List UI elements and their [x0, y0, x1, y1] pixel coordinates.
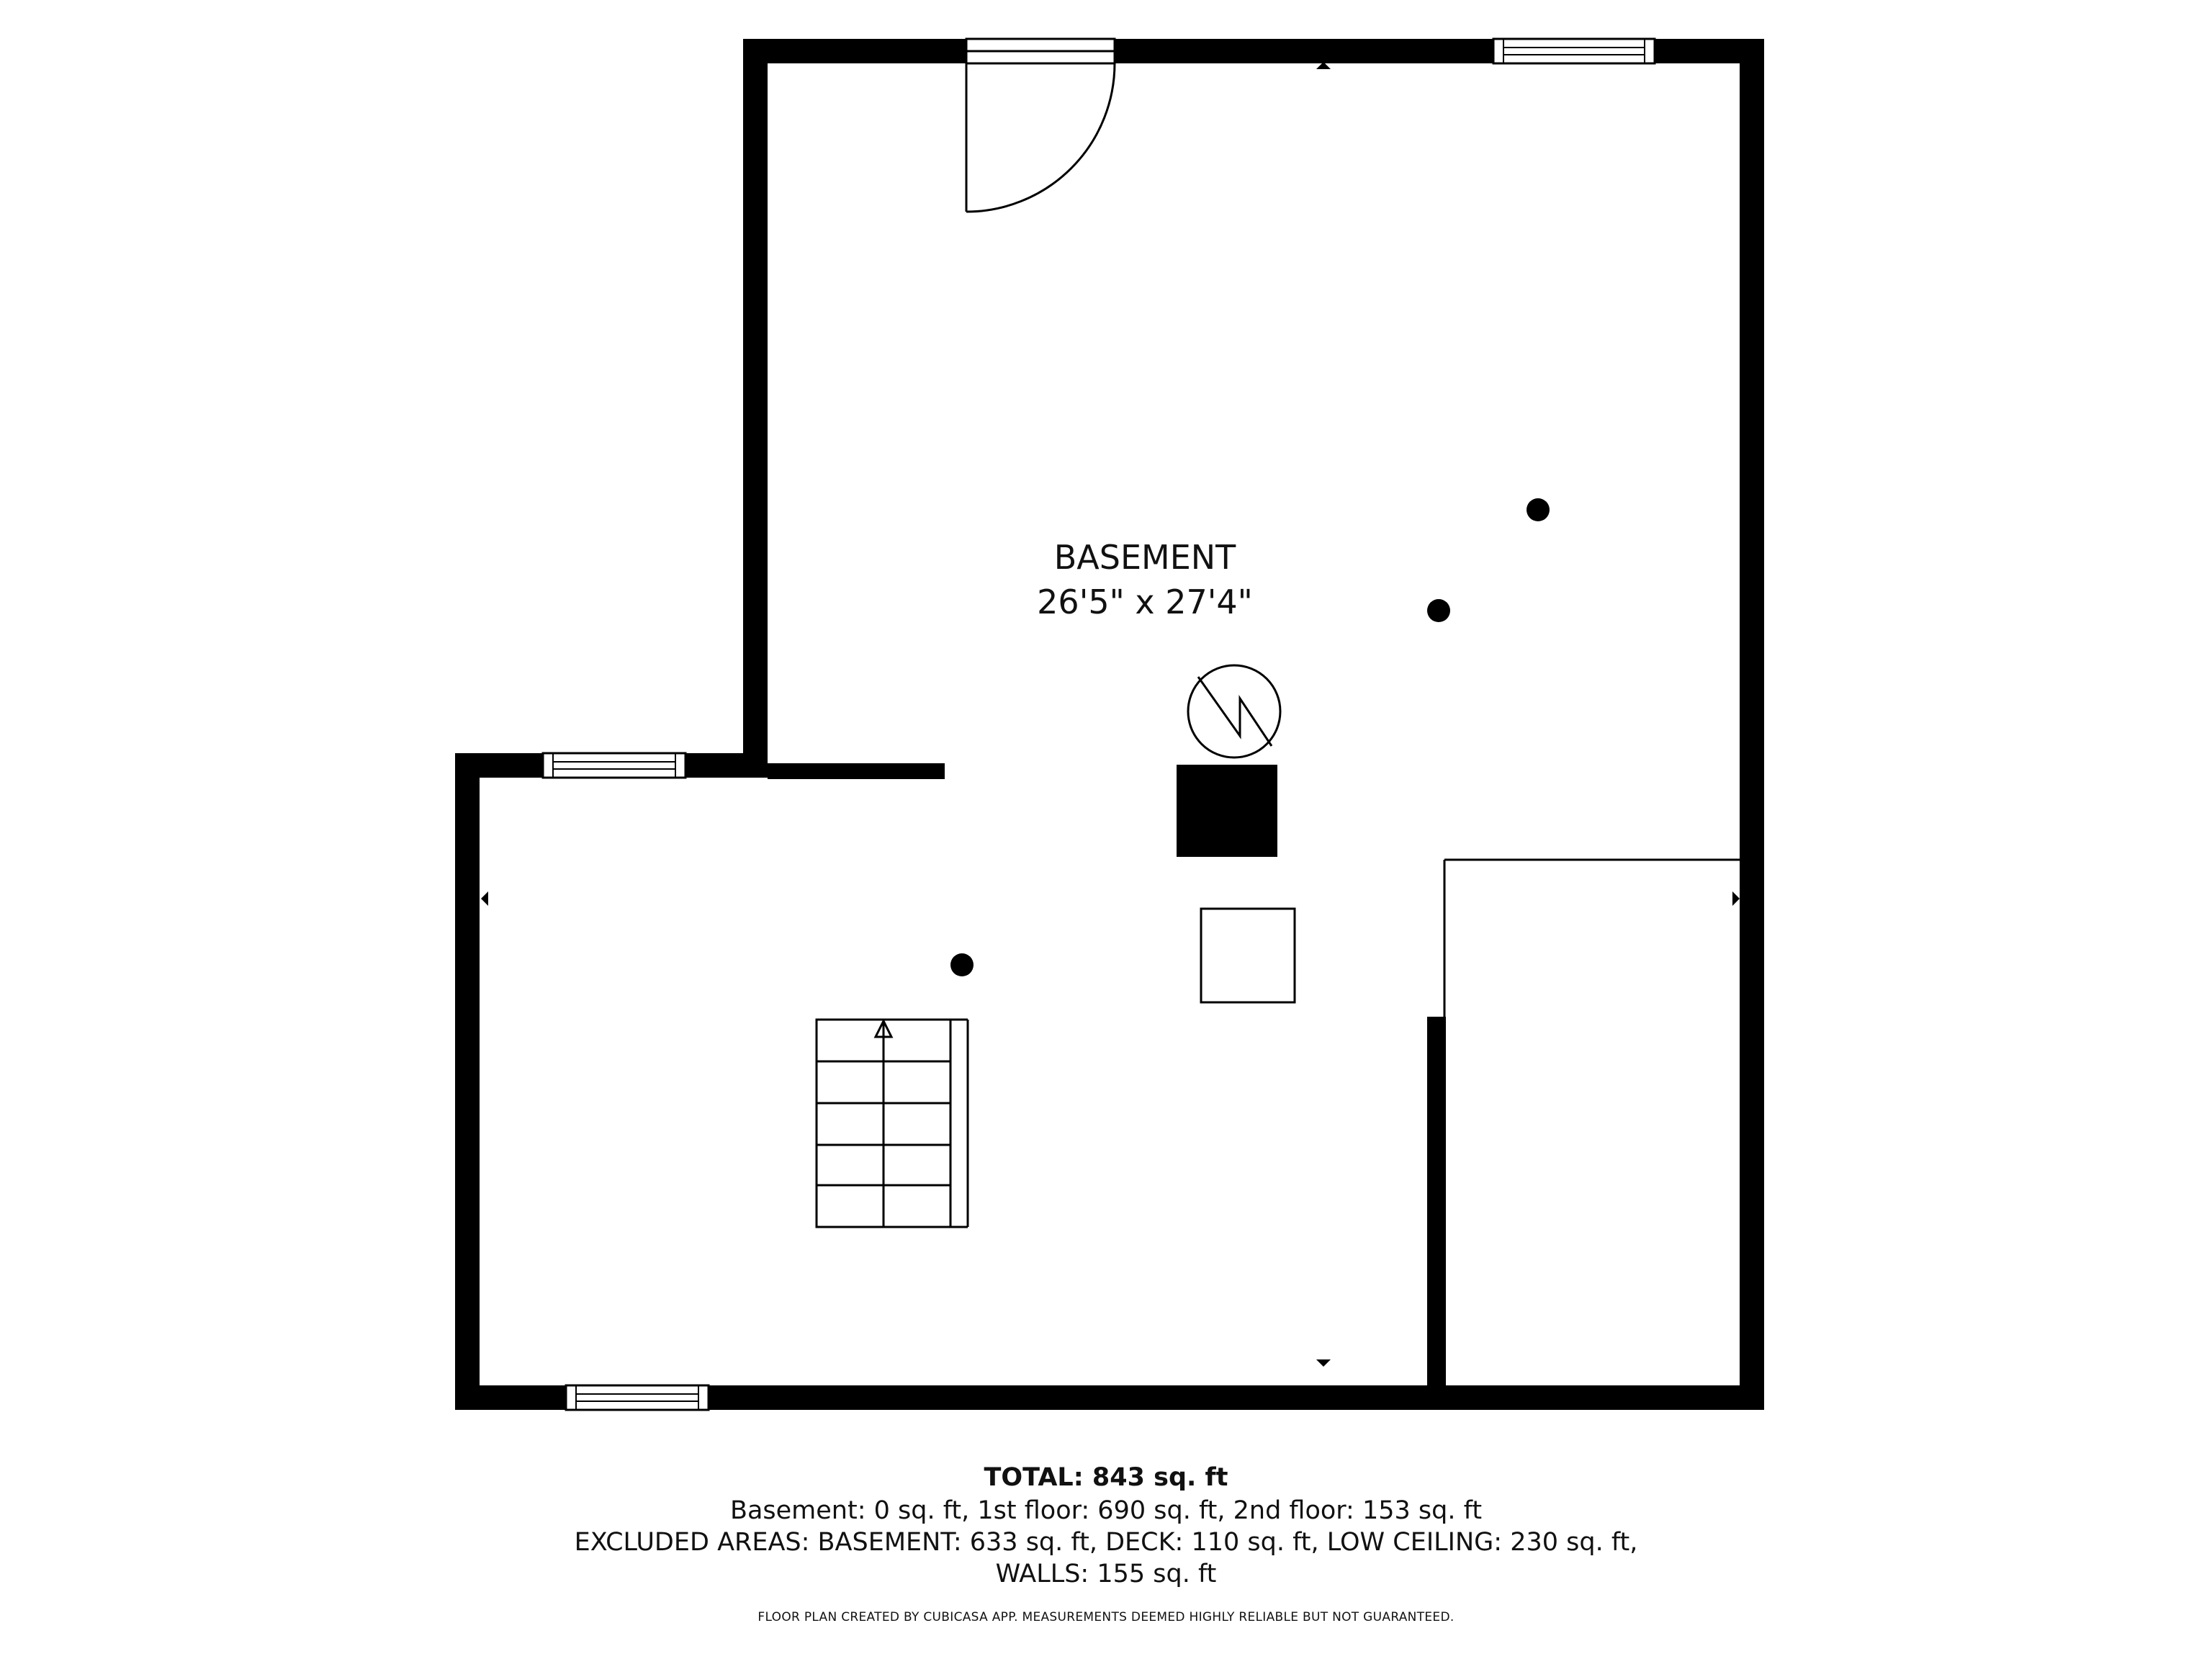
column-icon: [950, 953, 974, 976]
window-icon: [1492, 37, 1656, 65]
orientation-arrows: [481, 62, 1740, 1367]
water-heater-icon: [1187, 664, 1282, 759]
orientation-arrow-icon: [481, 891, 488, 906]
orientation-arrow-icon: [1316, 1359, 1331, 1367]
total-area: TOTAL: 843 sq. ft: [984, 1463, 1228, 1492]
orientation-arrow-icon: [1732, 891, 1740, 906]
wall-right: [1740, 39, 1764, 1410]
partition-lines: [1443, 858, 1740, 1017]
room-name: BASEMENT: [1054, 538, 1236, 577]
window-icon: [965, 37, 1116, 65]
windows: [541, 37, 1656, 1411]
wall-partition: [1427, 1017, 1446, 1398]
disclaimer: FLOOR PLAN CREATED BY CUBICASA APP. MEAS…: [757, 1610, 1455, 1624]
room-dimensions: 26'5" x 27'4": [1037, 583, 1253, 621]
wall-step-extension: [768, 763, 945, 779]
wall-lower-left: [455, 753, 480, 1410]
column-icon: [1527, 498, 1550, 521]
window-icon: [565, 1384, 710, 1411]
stair-icon: [815, 1018, 969, 1228]
orientation-arrow-icon: [1316, 62, 1331, 69]
column-icon: [1427, 599, 1450, 622]
excluded-areas-continued: WALLS: 155 sq. ft: [995, 1560, 1217, 1588]
exterior-walls: [455, 39, 1764, 1410]
window-icon: [541, 752, 687, 779]
appliance-box: [1200, 907, 1296, 1004]
wall-upper-left: [743, 39, 768, 778]
excluded-areas: EXCLUDED AREAS: BASEMENT: 633 sq. ft, DE…: [574, 1528, 1638, 1557]
door-swing-icon: [965, 63, 1116, 213]
area-breakdown: Basement: 0 sq. ft, 1st floor: 690 sq. f…: [729, 1496, 1483, 1525]
columns: [950, 498, 1550, 976]
furnace-block: [1177, 765, 1277, 857]
